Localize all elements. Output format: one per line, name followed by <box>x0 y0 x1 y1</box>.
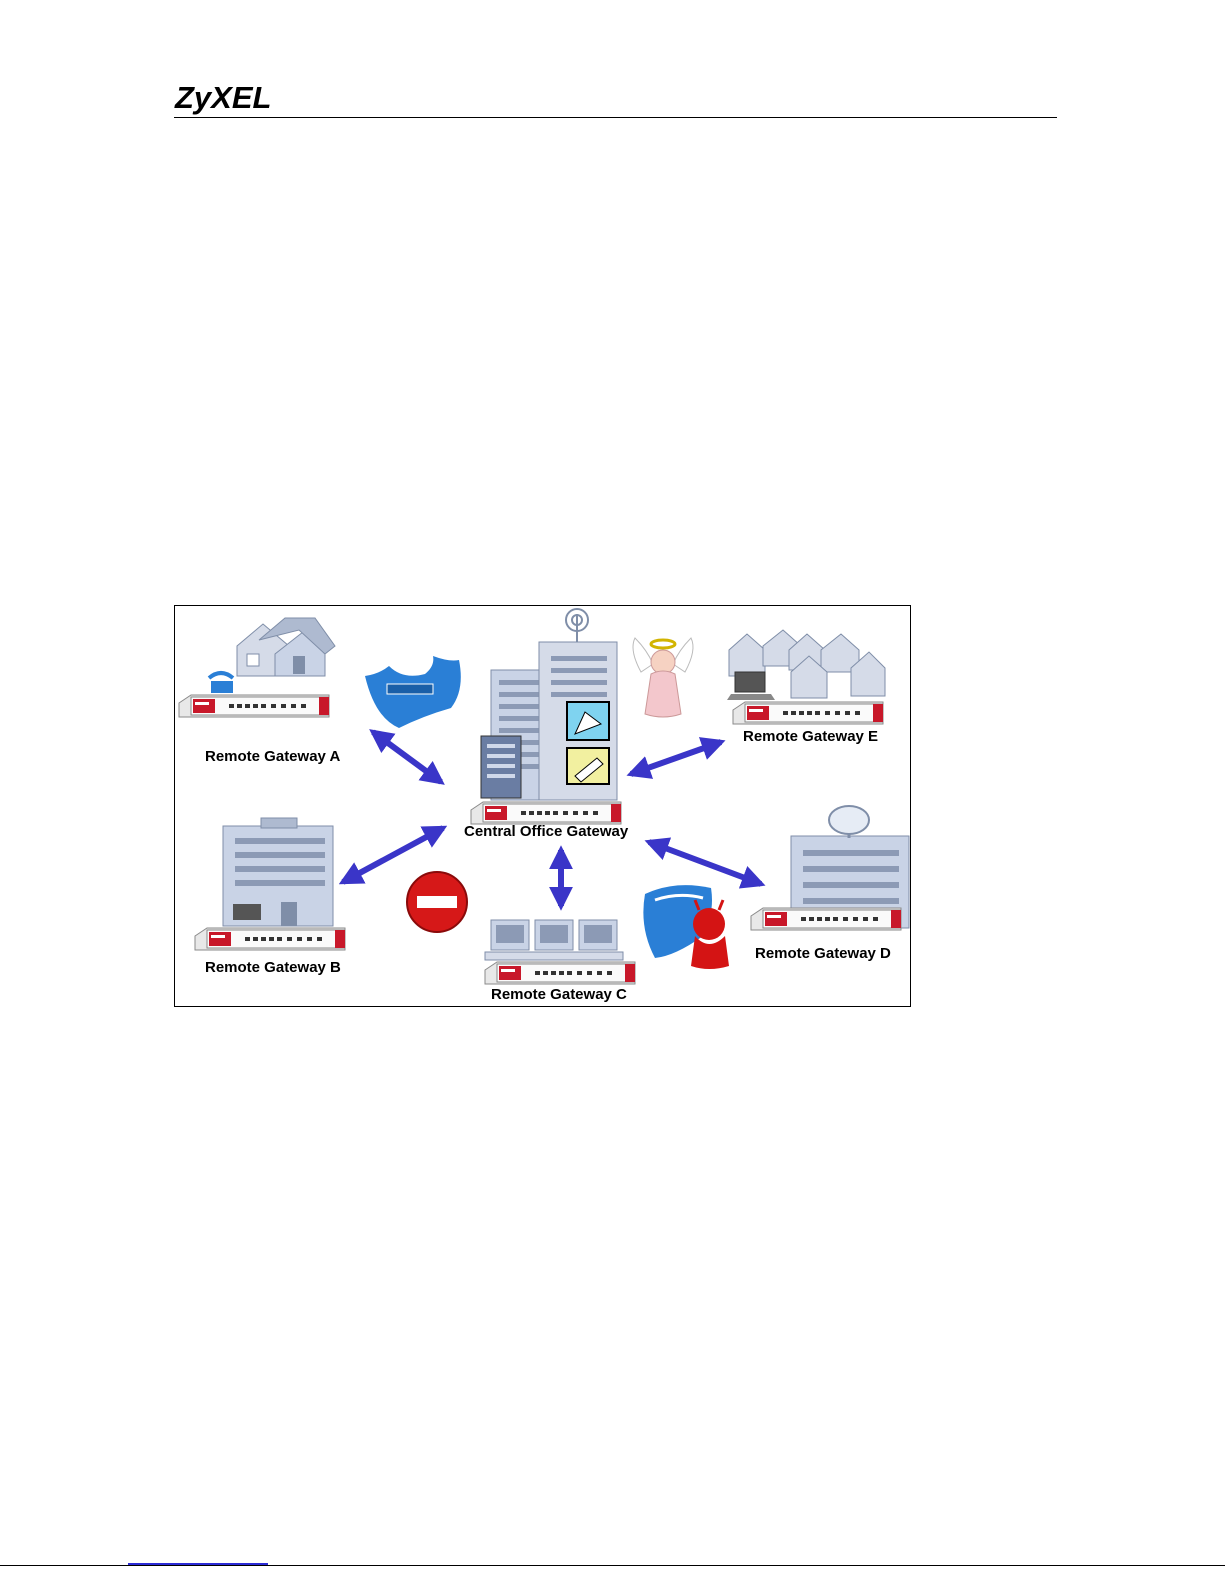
label-remote-gateway-e: Remote Gateway E <box>743 728 878 745</box>
remote-gateway-e-icon <box>727 630 885 724</box>
no-entry-icon <box>407 872 467 932</box>
footer-link-underline[interactable] <box>128 1563 268 1565</box>
remote-gateway-a-icon <box>179 618 335 717</box>
remote-gateway-b-icon <box>195 818 345 950</box>
remote-gateway-d-icon <box>751 806 909 930</box>
label-remote-gateway-b: Remote Gateway B <box>205 959 341 976</box>
devil-icon <box>643 885 729 969</box>
arrow-e-central <box>631 742 721 774</box>
label-remote-gateway-d: Remote Gateway D <box>755 945 891 962</box>
arrow-d-central <box>649 842 761 884</box>
zyxel-logo: ZyXEL <box>175 80 271 116</box>
label-remote-gateway-a: Remote Gateway A <box>205 748 340 765</box>
arrow-a-central <box>373 732 441 782</box>
police-badge-icon <box>365 656 461 728</box>
vpn-network-diagram: Remote Gateway A Remote Gateway B Centra… <box>174 605 911 1007</box>
central-office-icon <box>471 609 621 824</box>
remote-gateway-c-icon <box>485 920 635 984</box>
angel-icon <box>633 638 693 717</box>
footer-divider <box>0 1565 1225 1566</box>
label-remote-gateway-c: Remote Gateway C <box>491 986 627 1003</box>
header-divider <box>174 117 1057 118</box>
label-central-office-gateway: Central Office Gateway <box>464 823 628 840</box>
